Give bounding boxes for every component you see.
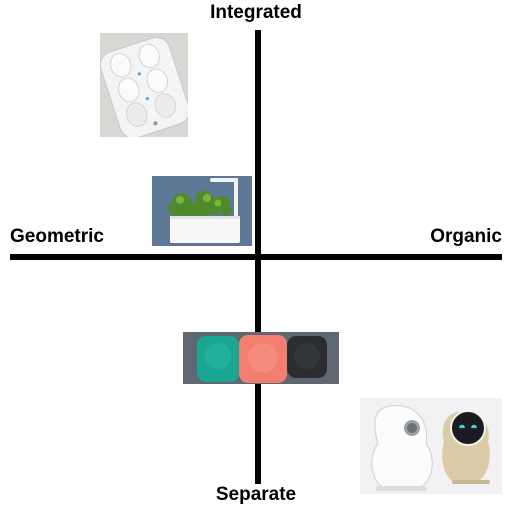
robots-image [360,398,502,494]
axis-label-right: Organic [430,226,502,247]
axis-label-bottom: Separate [215,484,297,505]
egg-tray-image [100,33,188,137]
axis-label-top: Integrated [210,2,302,23]
herb-planter-image [152,176,252,246]
axis-label-left: Geometric [10,226,104,247]
colored-pucks-image [183,332,339,384]
horizontal-axis [10,254,502,260]
